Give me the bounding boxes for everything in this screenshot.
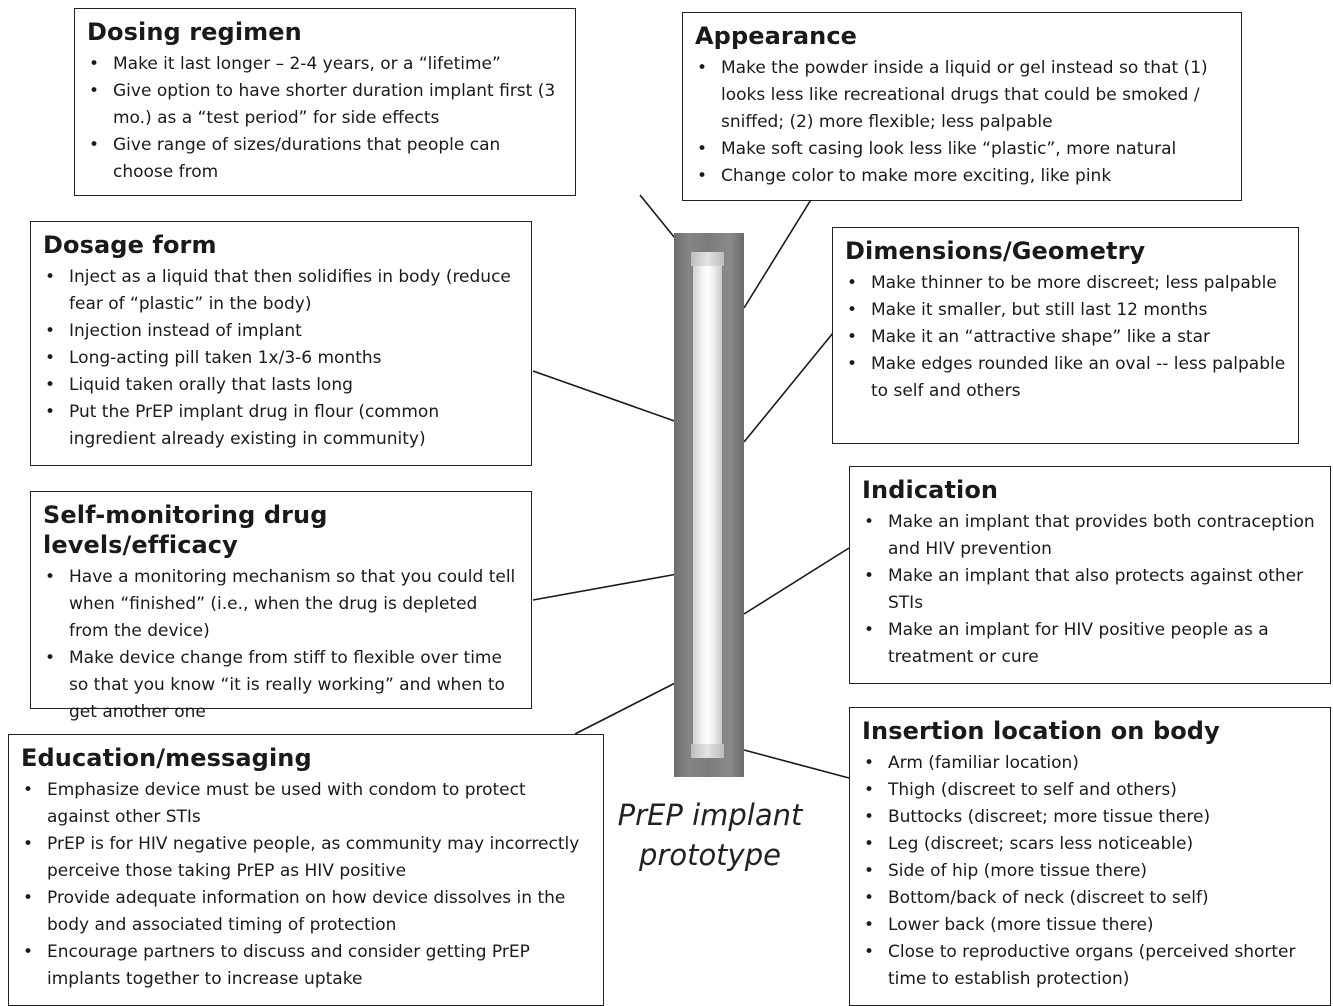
list-item: Close to reproductive organs (perceived … <box>862 939 1320 993</box>
connector-education <box>574 678 684 735</box>
implant-sealed-end-bottom <box>691 744 724 758</box>
list-item: Make an implant that also protects again… <box>862 563 1320 617</box>
insertion-location-title: Insertion location on body <box>862 717 1220 745</box>
list-item: PrEP is for HIV negative people, as comm… <box>21 831 593 885</box>
self-monitoring-box: Self-monitoring drug levels/efficacy Hav… <box>30 491 532 722</box>
list-item: Liquid taken orally that lasts long <box>43 372 521 399</box>
implant-caption: PrEP implant prototype <box>600 795 820 875</box>
list-item: Buttocks (discreet; more tissue there) <box>862 804 1320 831</box>
list-item: Make thinner to be more discreet; less p… <box>845 270 1288 297</box>
list-item: Leg (discreet; scars less noticeable) <box>862 831 1320 858</box>
list-item: Side of hip (more tissue there) <box>862 858 1320 885</box>
education-messaging-list: Emphasize device must be used with condo… <box>21 777 593 993</box>
education-messaging-box: Education/messaging Emphasize device mus… <box>8 734 604 1006</box>
list-item: Make an implant for HIV positive people … <box>862 617 1320 671</box>
connector-self-monitoring <box>532 572 684 601</box>
dosage-form-list: Inject as a liquid that then solidifies … <box>43 264 521 453</box>
connector-insertion <box>743 749 850 779</box>
self-monitoring-list: Have a monitoring mechanism so that you … <box>43 564 521 726</box>
list-item: Make the powder inside a liquid or gel i… <box>695 55 1231 136</box>
dimensions-geometry-title: Dimensions/Geometry <box>845 237 1146 265</box>
list-item: Have a monitoring mechanism so that you … <box>43 564 521 645</box>
indication-title: Indication <box>862 476 999 504</box>
appearance-list: Make the powder inside a liquid or gel i… <box>695 55 1231 190</box>
dosing-regimen-title: Dosing regimen <box>87 18 302 46</box>
dosage-form-box: Dosage form Inject as a liquid that then… <box>30 221 532 466</box>
list-item: Inject as a liquid that then solidifies … <box>43 264 521 318</box>
appearance-title: Appearance <box>695 22 858 50</box>
list-item: Make it an “attractive shape” like a sta… <box>845 324 1288 351</box>
list-item: Change color to make more exciting, like… <box>695 163 1231 190</box>
list-item: Make it last longer – 2-4 years, or a “l… <box>87 51 565 78</box>
dimensions-geometry-box: Dimensions/Geometry Make thinner to be m… <box>832 227 1299 444</box>
caption-line-1: PrEP implant <box>617 798 803 832</box>
dosing-regimen-box: Dosing regimen Make it last longer – 2-4… <box>74 8 576 196</box>
list-item: Injection instead of implant <box>43 318 521 345</box>
list-item: Thigh (discreet to self and others) <box>862 777 1320 804</box>
list-item: Give option to have shorter duration imp… <box>87 78 565 132</box>
list-item: Give range of sizes/durations that peopl… <box>87 132 565 186</box>
connector-appearance <box>743 197 813 309</box>
list-item: Encourage partners to discuss and consid… <box>21 939 593 993</box>
self-monitoring-title: Self-monitoring drug levels/efficacy <box>43 501 328 559</box>
indication-box: Indication Make an implant that provides… <box>849 466 1331 684</box>
connector-dimensions <box>743 332 834 443</box>
connector-indication <box>743 547 850 615</box>
list-item: Lower back (more tissue there) <box>862 912 1320 939</box>
list-item: Make device change from stiff to flexibl… <box>43 645 521 726</box>
list-item: Make it smaller, but still last 12 month… <box>845 297 1288 324</box>
list-item: Provide adequate information on how devi… <box>21 885 593 939</box>
list-item: Bottom/back of neck (discreet to self) <box>862 885 1320 912</box>
list-item: Arm (familiar location) <box>862 750 1320 777</box>
connector-dosage-form <box>532 370 684 425</box>
dosing-regimen-list: Make it last longer – 2-4 years, or a “l… <box>87 51 565 186</box>
insertion-location-box: Insertion location on body Arm (familiar… <box>849 707 1331 1006</box>
list-item: Long-acting pill taken 1x/3-6 months <box>43 345 521 372</box>
dimensions-geometry-list: Make thinner to be more discreet; less p… <box>845 270 1288 405</box>
list-item: Make edges rounded like an oval -- less … <box>845 351 1288 405</box>
list-item: Make an implant that provides both contr… <box>862 509 1320 563</box>
insertion-location-list: Arm (familiar location) Thigh (discreet … <box>862 750 1320 993</box>
caption-line-2: prototype <box>639 838 781 872</box>
implant-sealed-end-top <box>691 252 724 266</box>
implant-rod <box>693 258 722 758</box>
list-item: Emphasize device must be used with condo… <box>21 777 593 831</box>
dosage-form-title: Dosage form <box>43 231 217 259</box>
indication-list: Make an implant that provides both contr… <box>862 509 1320 671</box>
list-item: Make soft casing look less like “plastic… <box>695 136 1231 163</box>
list-item: Put the PrEP implant drug in flour (comm… <box>43 399 521 453</box>
appearance-box: Appearance Make the powder inside a liqu… <box>682 12 1242 201</box>
education-messaging-title: Education/messaging <box>21 744 312 772</box>
